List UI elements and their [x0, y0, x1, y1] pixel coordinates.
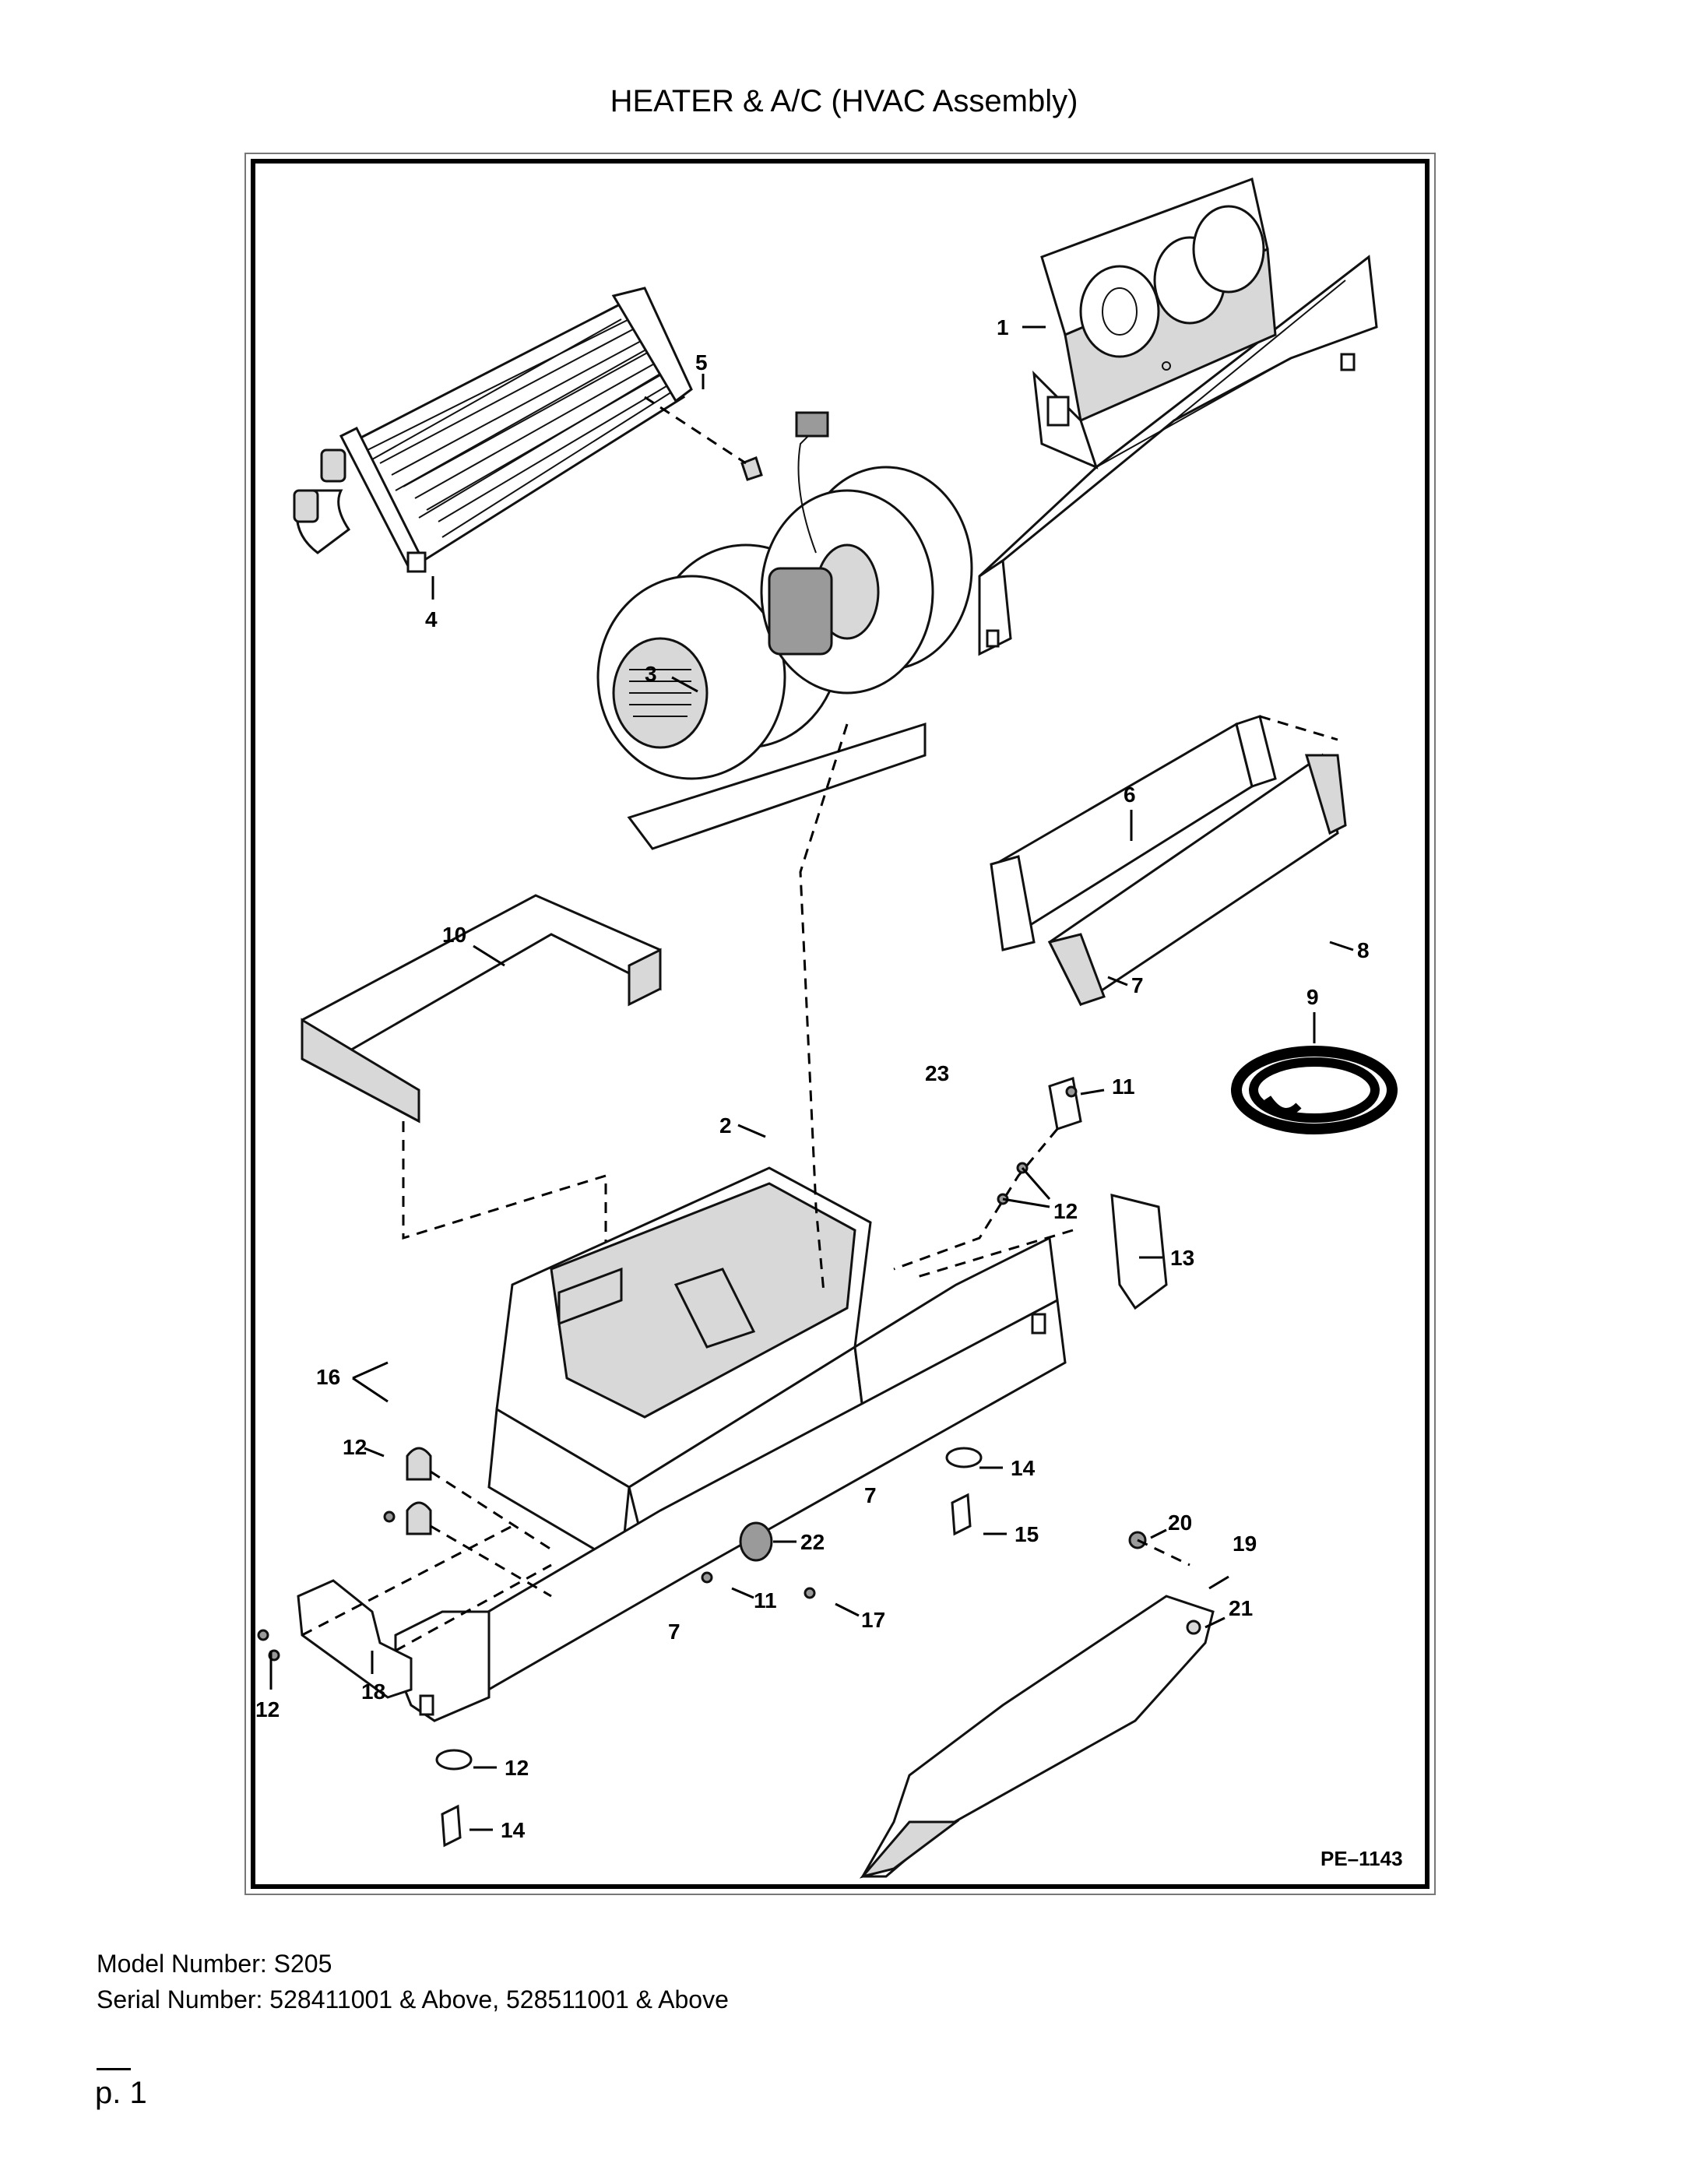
callout-10: 10 [442, 923, 466, 947]
callout-23: 23 [925, 1061, 949, 1085]
callout-18: 18 [361, 1679, 385, 1704]
callout-14a: 14 [1011, 1456, 1036, 1480]
drawing-frame [251, 159, 1430, 1889]
spacer [739, 1521, 773, 1562]
page-title: HEATER & A/C (HVAC Assembly) [610, 84, 1078, 118]
callout-12c: 12 [255, 1697, 280, 1722]
callout-11a: 11 [1112, 1074, 1135, 1099]
serial-number: Serial Number: 528411001 & Above, 528511… [97, 1985, 729, 2013]
callout-labels: 1 5 4 3 6 8 9 10 7 23 11 2 12 13 16 12 1… [255, 315, 1370, 1842]
callout-8: 8 [1357, 938, 1370, 962]
hose-clamp [435, 1447, 983, 1771]
callout-9: 9 [1306, 985, 1319, 1009]
callout-15a: 15 [1015, 1522, 1039, 1546]
drawing-code: PE–1143 [1321, 1847, 1403, 1870]
callout-6: 6 [1124, 783, 1136, 807]
callout-12b: 12 [343, 1435, 367, 1459]
callout-7b: 7 [864, 1483, 877, 1507]
callout-3: 3 [645, 662, 657, 686]
callout-20: 20 [1168, 1511, 1192, 1535]
parts-diagram: 1 5 4 3 6 8 9 10 7 23 11 2 12 13 16 12 1… [255, 177, 1398, 1879]
hose [1231, 1046, 1398, 1134]
cover-plate [1110, 1194, 1168, 1310]
callout-17: 17 [861, 1608, 885, 1632]
callout-4: 4 [425, 607, 438, 631]
callout-13: 13 [1170, 1246, 1194, 1270]
nut [1186, 1620, 1201, 1635]
foam-seal [301, 894, 662, 1124]
callout-14b: 12 [505, 1756, 529, 1780]
callout-16: 16 [316, 1365, 340, 1389]
seal [1047, 753, 1347, 1007]
callout-7c: 7 [668, 1620, 680, 1644]
leader-lines [269, 325, 1354, 1831]
cover-panel [859, 1595, 1215, 1879]
drain-valve [441, 1493, 972, 1848]
callout-19: 19 [1233, 1532, 1257, 1556]
drawing-outer-border [244, 153, 1436, 1895]
callout-7a: 7 [1131, 973, 1144, 997]
callout-1: 1 [997, 315, 1009, 339]
heater-core [293, 287, 693, 573]
callout-2: 2 [719, 1113, 732, 1138]
clamp [406, 1447, 432, 1535]
hvac-housing-assembly [978, 177, 1378, 656]
bracket [990, 715, 1277, 951]
callout-15b: 14 [501, 1818, 526, 1842]
callout-11b: 11 [754, 1588, 777, 1613]
callout-21: 21 [1229, 1596, 1253, 1620]
lower-housing [394, 1166, 1067, 1722]
relay-bracket [1048, 1077, 1082, 1131]
page-number: p. 1 [95, 2076, 147, 2110]
page-number-rule [97, 2068, 131, 2070]
clip [740, 456, 763, 481]
callout-12a: 12 [1053, 1199, 1078, 1223]
callout-5: 5 [695, 350, 708, 375]
blower-motor-assembly [596, 411, 973, 850]
bracket-plate [297, 1579, 413, 1699]
model-number: Model Number: S205 [97, 1950, 332, 1978]
callout-22: 22 [800, 1530, 825, 1554]
